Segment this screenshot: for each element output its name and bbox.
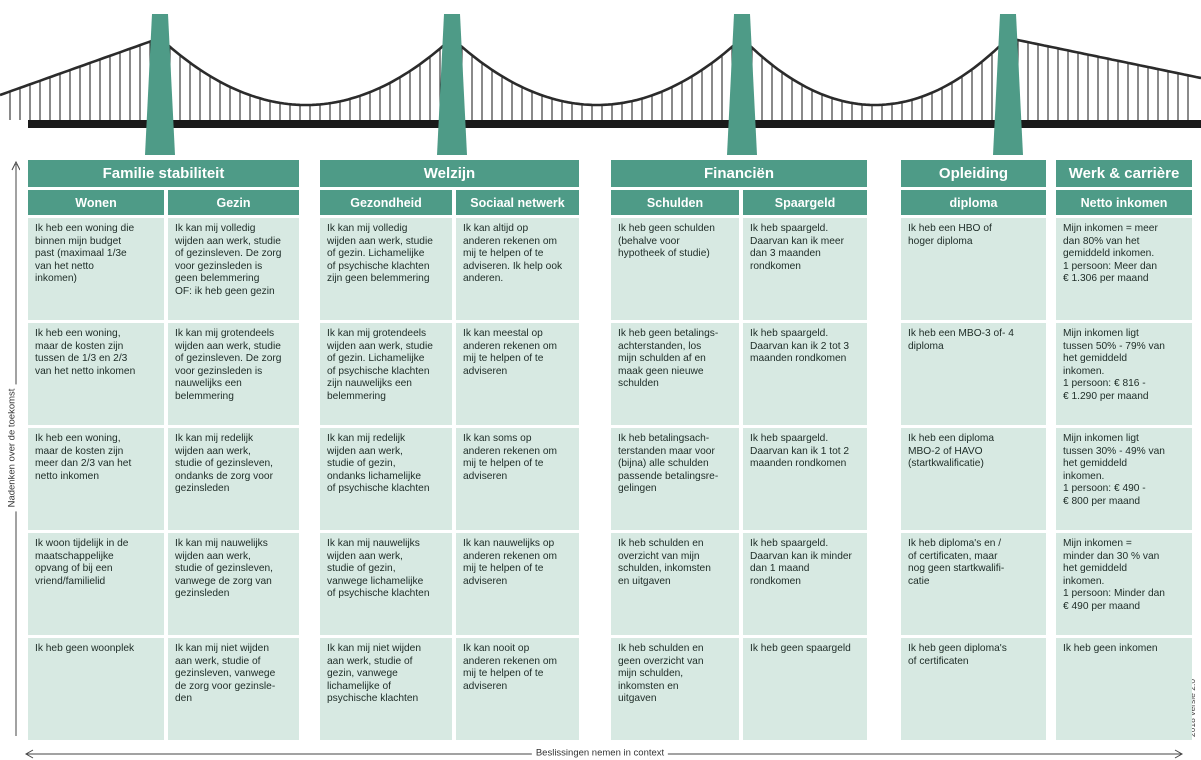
level-cell: Mijn inkomen = meer dan 80% van het gemi… <box>1056 218 1192 320</box>
group-header: Familie stabiliteit <box>28 160 299 187</box>
level-cell: Ik woon tijdelijk in de maatschappelijke… <box>28 533 164 635</box>
domain-column: Gezin Ik kan mij volledig wijden aan werk… <box>168 190 299 740</box>
main-cable <box>0 36 161 97</box>
level-cell: Ik kan mij grotendeels wijden aan werk, … <box>320 323 452 425</box>
level-cell: Ik heb schulden en geen overzicht van mi… <box>611 638 739 740</box>
level-cell: Ik heb geen inkomen <box>1056 638 1192 740</box>
level-cell: Ik heb geen woonplek <box>28 638 164 740</box>
level-cell: Ik kan mij volledig wijden aan werk, stu… <box>168 218 299 320</box>
bridge-illustration <box>0 14 1201 155</box>
level-cell: Ik heb een woning, maar de kosten zijn t… <box>28 323 164 425</box>
level-cell: Ik kan soms op anderen rekenen om mij te… <box>456 428 579 530</box>
horizontal-axis-label: Beslissingen nemen in context <box>531 747 669 759</box>
level-cell: Ik heb een HBO of hoger diploma <box>901 218 1046 320</box>
group-header: Welzijn <box>320 160 579 187</box>
level-cell: Ik kan altijd op anderen rekenen om mij … <box>456 218 579 320</box>
column-header: Wonen <box>28 190 164 215</box>
level-cell: Mijn inkomen ligt tussen 30% - 49% van h… <box>1056 428 1192 530</box>
domain-column: Sociaal netwerk Ik kan altijd op anderen … <box>456 190 579 740</box>
level-cell: Ik heb spaargeld. Daarvan kan ik meer da… <box>743 218 867 320</box>
level-cell: Mijn inkomen ligt tussen 50% - 79% van h… <box>1056 323 1192 425</box>
level-cell: Ik kan nooit op anderen rekenen om mij t… <box>456 638 579 740</box>
group-header: Werk & carrière <box>1056 160 1192 187</box>
level-cell: Ik heb geen diploma's of certificaten <box>901 638 1046 740</box>
bridge-tower <box>727 14 757 155</box>
main-cable <box>741 37 1009 107</box>
level-cell: Ik heb geen betalings- achterstanden, lo… <box>611 323 739 425</box>
level-cell: Ik kan mij nauwelijks wijden aan werk, s… <box>168 533 299 635</box>
domain-column: Schulden Ik heb geen schulden (behalve vo… <box>611 190 739 740</box>
domain-column: Wonen Ik heb een woning die binnen mijn b… <box>28 190 164 740</box>
bridge-tower <box>993 14 1023 155</box>
main-cable <box>1007 36 1201 80</box>
level-cell: Ik kan mij nauwelijks wijden aan werk, s… <box>320 533 452 635</box>
group-header: Opleiding <box>901 160 1046 187</box>
level-cell: Ik heb een MBO-3 of- 4 diploma <box>901 323 1046 425</box>
level-cell: Ik kan nauwelijks op anderen rekenen om … <box>456 533 579 635</box>
column-header: Gezin <box>168 190 299 215</box>
bridge-deck <box>28 120 1201 128</box>
level-cell: Ik kan mij volledig wijden aan werk, stu… <box>320 218 452 320</box>
column-header: Gezondheid <box>320 190 452 215</box>
main-cable <box>159 37 453 107</box>
level-cell: Ik heb spaargeld. Daarvan kan ik minder … <box>743 533 867 635</box>
level-cell: Ik heb geen spaargeld <box>743 638 867 740</box>
level-cell: Ik kan meestal op anderen rekenen om mij… <box>456 323 579 425</box>
level-cell: Ik kan mij redelijk wijden aan werk, stu… <box>168 428 299 530</box>
level-cell: Ik kan mij niet wijden aan werk, studie … <box>320 638 452 740</box>
level-cell: Ik heb geen schulden (behalve voor hypot… <box>611 218 739 320</box>
level-cell: Ik kan mij grotendeels wijden aan werk, … <box>168 323 299 425</box>
domain-column: Spaargeld Ik heb spaargeld. Daarvan kan i… <box>743 190 867 740</box>
level-cell: Ik heb spaargeld. Daarvan kan ik 2 tot 3… <box>743 323 867 425</box>
level-cell: Ik heb spaargeld. Daarvan kan ik 1 tot 2… <box>743 428 867 530</box>
column-header: Schulden <box>611 190 739 215</box>
level-cell: Mijn inkomen = minder dan 30 % van het g… <box>1056 533 1192 635</box>
level-cell: Ik kan mij redelijk wijden aan werk, stu… <box>320 428 452 530</box>
level-cell: Ik heb een diploma MBO-2 of HAVO (startk… <box>901 428 1046 530</box>
column-header: diploma <box>901 190 1046 215</box>
level-cell: Ik heb betalingsach- terstanden maar voo… <box>611 428 739 530</box>
vertical-axis-label: Nadenken over de toekomst <box>6 384 18 512</box>
level-cell: Ik heb diploma's en / of certificaten, m… <box>901 533 1046 635</box>
bridge-tower <box>145 14 175 155</box>
bridge-tower <box>437 14 467 155</box>
group-header: Financiën <box>611 160 867 187</box>
main-cable <box>451 37 743 107</box>
column-header: Spaargeld <box>743 190 867 215</box>
column-header: Sociaal netwerk <box>456 190 579 215</box>
level-cell: Ik heb schulden en overzicht van mijn sc… <box>611 533 739 635</box>
domain-group: Opleiding diploma Ik heb een HBO of hoger … <box>901 160 1046 740</box>
level-cell: Ik heb een woning die binnen mijn budget… <box>28 218 164 320</box>
domain-column: Gezondheid Ik kan mij volledig wijden aan… <box>320 190 452 740</box>
level-cell: Ik kan mij niet wijden aan werk, studie … <box>168 638 299 740</box>
column-header: Netto inkomen <box>1056 190 1192 215</box>
level-cell: Ik heb een woning, maar de kosten zijn m… <box>28 428 164 530</box>
